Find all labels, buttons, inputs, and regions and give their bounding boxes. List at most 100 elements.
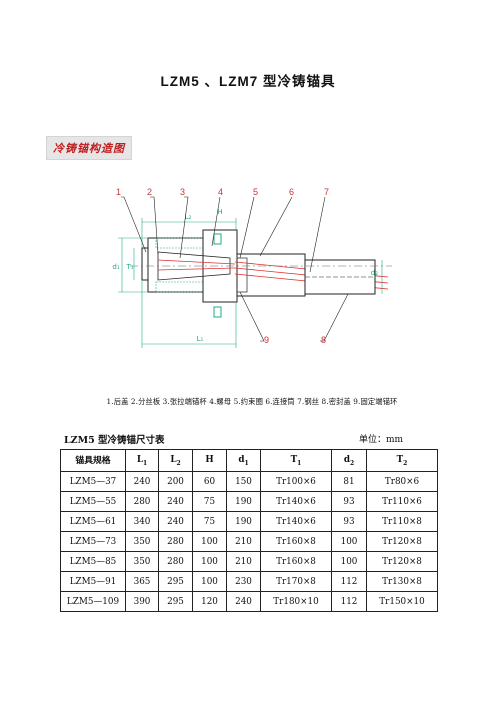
cell-d2: 93 [331,491,367,512]
cell-l2: 240 [158,511,193,532]
cell-h: 75 [192,491,227,512]
cell-l2: 240 [158,491,193,512]
cell-l1: 240 [125,471,159,492]
header-cell: T2 [366,449,438,472]
cell-l1: 365 [125,571,159,592]
cell-spec: LZM5—37 [60,471,126,492]
leader-2 [150,196,159,255]
callout-3: 3 [180,187,185,197]
nut-marker-bottom [213,306,222,318]
header-cell: L2 [158,449,193,472]
section-label-structure-diagram: 冷铸锚构造图 [46,136,132,160]
callout-7: 7 [324,187,329,197]
cell-t1: Tr180×10 [260,591,332,612]
cell-t2: Tr110×6 [366,491,438,512]
page-title: LZM5 、LZM7 型冷铸锚具 [160,74,336,89]
cell-t2: Tr120×8 [366,531,438,552]
cell-l1: 280 [125,491,159,512]
cell-d1: 190 [226,491,261,512]
cell-t2: Tr120×8 [366,551,438,572]
cell-spec: LZM5—109 [60,591,126,612]
cell-h: 100 [192,531,227,552]
dim-label-d1: d₁ [112,263,119,271]
cell-d2: 81 [331,471,367,492]
cell-d1: 190 [226,511,261,532]
leader-9 [239,291,265,342]
cell-d2: 100 [331,531,367,552]
dim-label-H: H [217,208,222,216]
leader-6 [259,196,293,257]
rear-cover [141,247,149,281]
cell-h: 100 [192,571,227,592]
leader-3 [179,196,189,259]
cell-spec: LZM5—73 [60,531,126,552]
callout-1: 1 [116,187,121,197]
cell-t2: Tr110×8 [366,511,438,532]
dim-label-L1: L₁ [197,335,204,343]
cell-t2: Tr150×10 [366,591,438,612]
callout-5: 5 [253,187,258,197]
callout-6: 6 [289,187,294,197]
table-header-row: 锚具规格 L1 L2 H d1 T1 d2 T2 [60,449,438,472]
cell-l1: 390 [125,591,159,612]
cell-d1: 210 [226,531,261,552]
callout-8: 8 [321,335,326,345]
cell-spec: LZM5—55 [60,491,126,512]
callout-2: 2 [147,187,152,197]
red-wire-2 [157,267,236,271]
taper-cone [157,251,231,281]
header-cell: d2 [331,449,367,472]
cell-h: 60 [192,471,227,492]
dim-L2 [141,218,237,248]
header-cell: L1 [125,449,159,472]
dim-label-T1: T₁ [125,263,133,271]
leader-7 [309,196,326,273]
cell-h: 75 [192,511,227,532]
cell-t1: Tr100×6 [260,471,332,492]
cell-spec: LZM5—61 [60,511,126,532]
dim-label-L2: L₂ [185,213,192,221]
cell-d2: 93 [331,511,367,532]
red-wire-1 [157,259,236,265]
callout-4: 4 [218,187,223,197]
cell-t1: Tr170×8 [260,571,332,592]
cell-l2: 200 [158,471,193,492]
cell-d1: 210 [226,551,261,572]
table-unit: 单位：mm [359,435,404,445]
cell-d1: 230 [226,571,261,592]
header-cell: d1 [226,449,261,472]
dim-d1 [118,237,148,293]
header-cell: 锚具规格 [60,449,126,472]
cell-t1: Tr140×6 [260,491,332,512]
cell-d2: 100 [331,551,367,572]
header-cell: H [192,449,227,472]
cell-t1: Tr140×6 [260,511,332,532]
figure-caption: 1.后盖 2.分丝板 3.张拉端锚杯 4.螺母 5.约束圈 6.连接筒 7.钢丝… [106,397,398,406]
cell-l1: 350 [125,531,159,552]
callout-9: 9 [264,335,269,345]
cell-l2: 295 [158,591,193,612]
cell-t1: Tr160×8 [260,531,332,552]
cell-spec: LZM5—91 [60,571,126,592]
cell-d2: 112 [331,591,367,612]
cell-t2: Tr130×8 [366,571,438,592]
cell-d2: 112 [331,571,367,592]
cell-l1: 340 [125,511,159,532]
leader-1 [121,196,147,253]
cell-h: 100 [192,551,227,572]
table-title: LZM5 型冷铸锚尺寸表 [64,435,165,446]
header-cell: T1 [260,449,332,472]
anchor-structure-drawing: L₂ L₁ d₁ T₁ d₂ H 1 2 3 4 5 6 7 8 9 [112,187,392,348]
cell-d1: 150 [226,471,261,492]
nut-marker-top [213,233,222,245]
cell-t1: Tr160×8 [260,551,332,572]
leader-8 [320,293,349,342]
